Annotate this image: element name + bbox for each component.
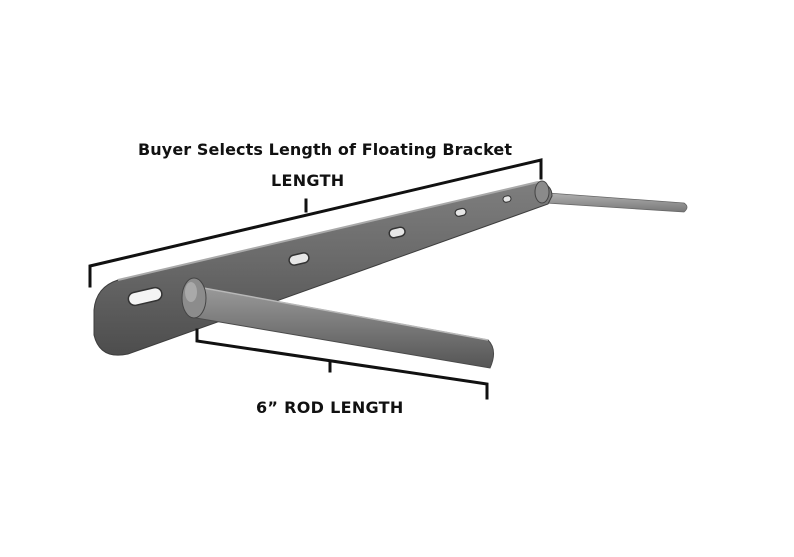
bracket-length-title: Buyer Selects Length of Floating Bracket [138,140,513,159]
slot-hole [502,195,512,203]
length-dimension-line [88,158,543,288]
slot-hole [388,226,406,239]
back-rod [545,192,688,213]
slot-hole [454,207,467,217]
front-rod [181,277,494,369]
slot-hole [288,252,310,266]
slot-hole [127,286,163,307]
weld-back [534,180,550,204]
rod-length-dimension-line [195,328,489,400]
length-label: LENGTH [271,171,345,190]
rod-length-label: 6” ROD LENGTH [256,398,404,417]
